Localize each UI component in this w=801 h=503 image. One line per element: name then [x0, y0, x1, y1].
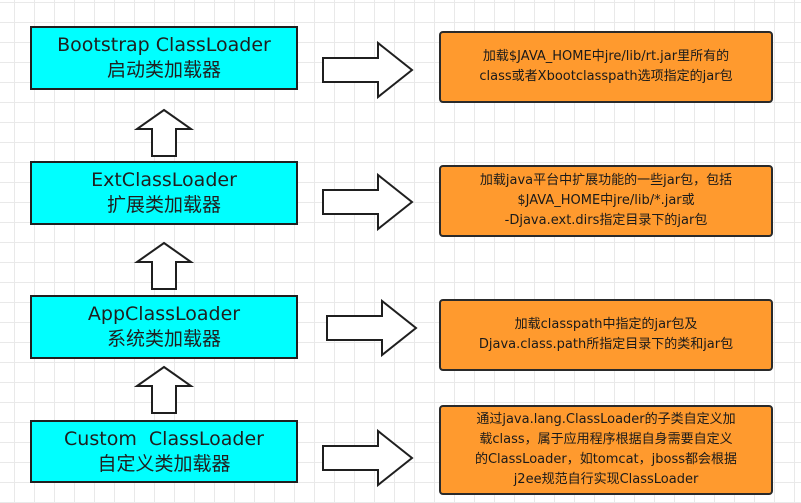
description-line: 载class，属于应用程序根据自身需要自定义 — [479, 432, 733, 447]
description-line: Djava.class.path所指定目录下的类和jar包 — [478, 337, 734, 352]
custom-description: 通过java.lang.ClassLoader的子类自定义加 载class，属于… — [439, 405, 773, 495]
bootstrap-classloader-box: Bootstrap ClassLoader 启动类加载器 — [30, 26, 298, 90]
bootstrap-classloader-name: Bootstrap ClassLoader — [57, 34, 271, 56]
right-arrow-icon — [326, 298, 418, 358]
ext-classloader-box: ExtClassLoader 扩展类加载器 — [30, 161, 298, 225]
up-arrow-icon — [133, 241, 195, 290]
description-line: j2ee规范自行实现ClassLoader — [513, 472, 699, 487]
description-line: 的ClassLoader，如tomcat，jboss都会根据 — [474, 452, 738, 467]
ext-classloader-cn-label: 扩展类加载器 — [106, 194, 221, 216]
custom-classloader-cn-label: 自定义类加载器 — [97, 452, 231, 475]
right-arrow-icon — [322, 40, 414, 100]
bootstrap-classloader-cn-label: 启动类加载器 — [106, 59, 221, 81]
app-classloader-box: AppClassLoader 系统类加载器 — [30, 295, 298, 359]
ext-classloader-name: ExtClassLoader — [91, 169, 237, 191]
custom-classloader-box: Custom ClassLoader 自定义类加载器 — [30, 420, 298, 483]
custom-classloader-name: Custom ClassLoader — [64, 427, 264, 450]
description-line: 通过java.lang.ClassLoader的子类自定义加 — [476, 412, 736, 427]
description-line: -Djava.ext.dirs指定目录下的jar包 — [504, 213, 708, 228]
bootstrap-description: 加载$JAVA_HOME中jre/lib/rt.jar里所有的 class或者X… — [439, 31, 773, 103]
up-arrow-icon — [133, 365, 195, 414]
description-line: 加载java平台中扩展功能的一些jar包，包括 — [479, 173, 733, 188]
description-line: $JAVA_HOME中jre/lib/*.jar或 — [517, 193, 695, 208]
up-arrow-icon — [133, 108, 195, 157]
description-line: class或者Xbootclasspath选项指定的jar包 — [479, 69, 733, 84]
app-description: 加载classpath中指定的jar包及 Djava.class.path所指定… — [439, 299, 773, 371]
right-arrow-icon — [322, 172, 414, 232]
description-line: 加载$JAVA_HOME中jre/lib/rt.jar里所有的 — [482, 49, 730, 64]
right-arrow-icon — [322, 428, 414, 488]
ext-description: 加载java平台中扩展功能的一些jar包，包括 $JAVA_HOME中jre/l… — [439, 165, 773, 237]
app-classloader-name: AppClassLoader — [87, 303, 241, 325]
app-classloader-cn-label: 系统类加载器 — [106, 328, 221, 350]
description-line: 加载classpath中指定的jar包及 — [514, 317, 698, 332]
